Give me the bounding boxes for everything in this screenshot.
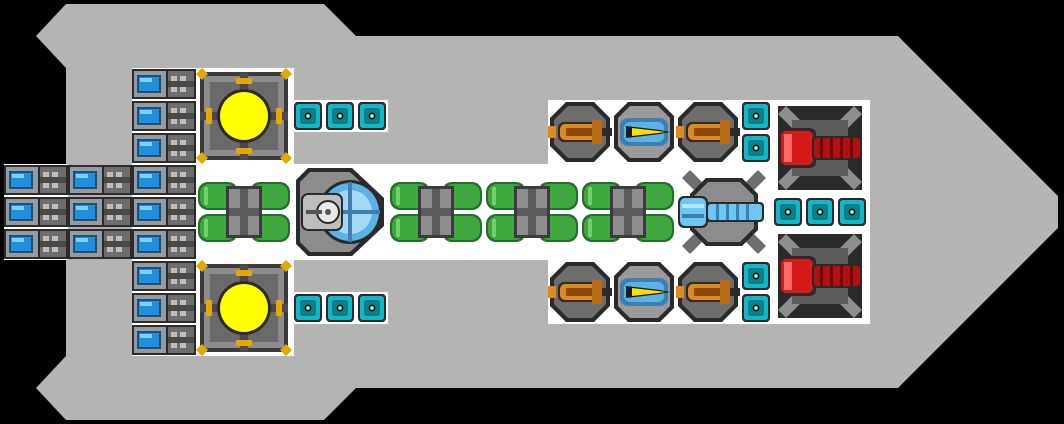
laser-turret-icon[interactable] xyxy=(548,260,612,324)
laser-turret-icon[interactable] xyxy=(548,100,612,164)
cyan-block-icon[interactable] xyxy=(324,100,356,132)
battery-icon[interactable] xyxy=(132,133,196,163)
battery-icon[interactable] xyxy=(132,229,196,259)
battery-icon[interactable] xyxy=(132,261,196,291)
thruster-icon[interactable] xyxy=(676,164,772,260)
laser-turret-icon[interactable] xyxy=(676,260,740,324)
battery-icon[interactable] xyxy=(132,69,196,99)
battery-icon[interactable] xyxy=(68,229,132,259)
battery-icon[interactable] xyxy=(132,165,196,195)
cyan-block-icon[interactable] xyxy=(740,292,772,324)
cyan-block-icon[interactable] xyxy=(292,100,324,132)
cyan-block-icon[interactable] xyxy=(356,100,388,132)
missile-launcher-icon[interactable] xyxy=(612,100,676,164)
cyan-block-icon[interactable] xyxy=(356,292,388,324)
battery-icon[interactable] xyxy=(4,165,68,195)
reactor-icon[interactable] xyxy=(196,68,292,164)
heavy-cannon-icon[interactable] xyxy=(772,100,868,196)
cyan-block-icon[interactable] xyxy=(740,132,772,164)
battery-icon[interactable] xyxy=(132,101,196,131)
shield-generator-icon[interactable] xyxy=(292,164,388,260)
cargo-tank-icon[interactable] xyxy=(196,180,292,244)
cyan-block-icon[interactable] xyxy=(740,100,772,132)
battery-icon[interactable] xyxy=(4,197,68,227)
cyan-block-icon[interactable] xyxy=(804,196,836,228)
missile-launcher-icon[interactable] xyxy=(612,260,676,324)
cyan-block-icon[interactable] xyxy=(324,292,356,324)
cargo-tank-icon[interactable] xyxy=(580,180,676,244)
laser-turret-icon[interactable] xyxy=(676,100,740,164)
cyan-block-icon[interactable] xyxy=(740,260,772,292)
battery-icon[interactable] xyxy=(4,229,68,259)
battery-icon[interactable] xyxy=(132,325,196,355)
battery-icon[interactable] xyxy=(132,197,196,227)
cyan-block-icon[interactable] xyxy=(292,292,324,324)
heavy-cannon-icon[interactable] xyxy=(772,228,868,324)
cargo-tank-icon[interactable] xyxy=(484,180,580,244)
battery-icon[interactable] xyxy=(68,165,132,195)
cyan-block-icon[interactable] xyxy=(772,196,804,228)
battery-icon[interactable] xyxy=(68,197,132,227)
battery-icon[interactable] xyxy=(132,293,196,323)
cyan-block-icon[interactable] xyxy=(836,196,868,228)
cargo-tank-icon[interactable] xyxy=(388,180,484,244)
reactor-icon[interactable] xyxy=(196,260,292,356)
